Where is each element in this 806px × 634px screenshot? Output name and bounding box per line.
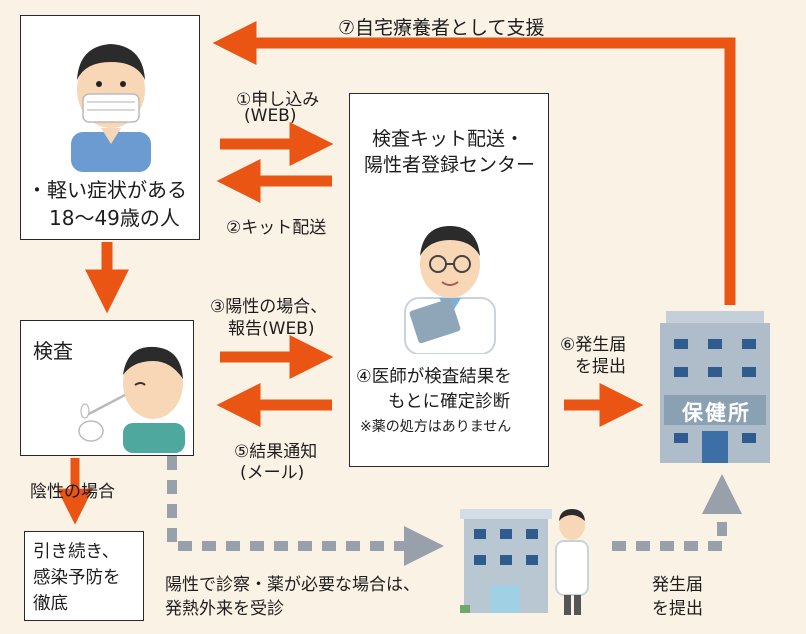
prevention-line3: 徹底 bbox=[33, 594, 68, 614]
clinic-dashed-arrow bbox=[167, 456, 445, 566]
fever-clinic-line2: 発熱外来を受診 bbox=[165, 599, 284, 619]
clinic-report-dashed-arrow bbox=[612, 473, 742, 551]
step3-label: ③陽性の場合、 bbox=[210, 297, 328, 317]
person-age: 18〜49歳の人 bbox=[49, 206, 180, 230]
center-title-2: 陽性者登録センター bbox=[364, 154, 536, 176]
step5-sub: (メール) bbox=[240, 463, 305, 483]
prevention-box: 引き続き、 感染予防を 徹底 bbox=[24, 531, 144, 621]
no-prescription-note: ※薬の処方はありません bbox=[360, 419, 512, 435]
center-box: 検査キット配送・ 陽性者登録センター ④医師が検査結果を もとに確定診断 ※薬の… bbox=[349, 93, 549, 467]
step2-label: ②キット配送 bbox=[226, 218, 327, 238]
step1-label: ①申し込み bbox=[236, 90, 320, 110]
support-label: ⑦自宅療養者として支援 bbox=[338, 17, 545, 39]
building-icon bbox=[660, 311, 770, 463]
person-box: ・軽い症状がある 18〜49歳の人 bbox=[20, 15, 200, 240]
clinic-report-line1: 発生届 bbox=[652, 575, 703, 595]
test-box: 検査 bbox=[20, 320, 194, 456]
step3-sub: 報告(WEB) bbox=[228, 319, 315, 339]
support-arrow bbox=[212, 21, 736, 305]
clinic-report-line2: を提出 bbox=[652, 599, 703, 619]
person-condition: ・軽い症状がある bbox=[27, 178, 187, 202]
doctor-icon bbox=[404, 226, 496, 354]
diagnosis-line2: もとに確定診断 bbox=[388, 392, 511, 412]
health-center-sign: 保健所 bbox=[682, 401, 751, 425]
diagnosis-line1: ④医師が検査結果を bbox=[356, 367, 512, 387]
step5-label: ⑤結果通知 bbox=[234, 442, 318, 462]
test-label: 検査 bbox=[33, 339, 73, 363]
swab-test-icon bbox=[78, 346, 185, 453]
negative-label: 陰性の場合 bbox=[30, 482, 115, 502]
step6-label: ⑥発生届 bbox=[560, 335, 627, 355]
prevention-line2: 感染予防を bbox=[33, 568, 121, 588]
health-center-building: 保健所 bbox=[640, 305, 790, 465]
step6-sub: を提出 bbox=[575, 357, 626, 377]
step1-sub: (WEB) bbox=[244, 106, 297, 126]
fever-clinic-line1: 陽性で診察・薬が必要な場合は、 bbox=[165, 575, 420, 595]
center-title-1: 検査キット配送・ bbox=[372, 128, 525, 150]
masked-person-icon bbox=[71, 44, 151, 172]
prevention-line1: 引き続き、 bbox=[33, 542, 120, 562]
clinic-icon bbox=[460, 509, 589, 615]
